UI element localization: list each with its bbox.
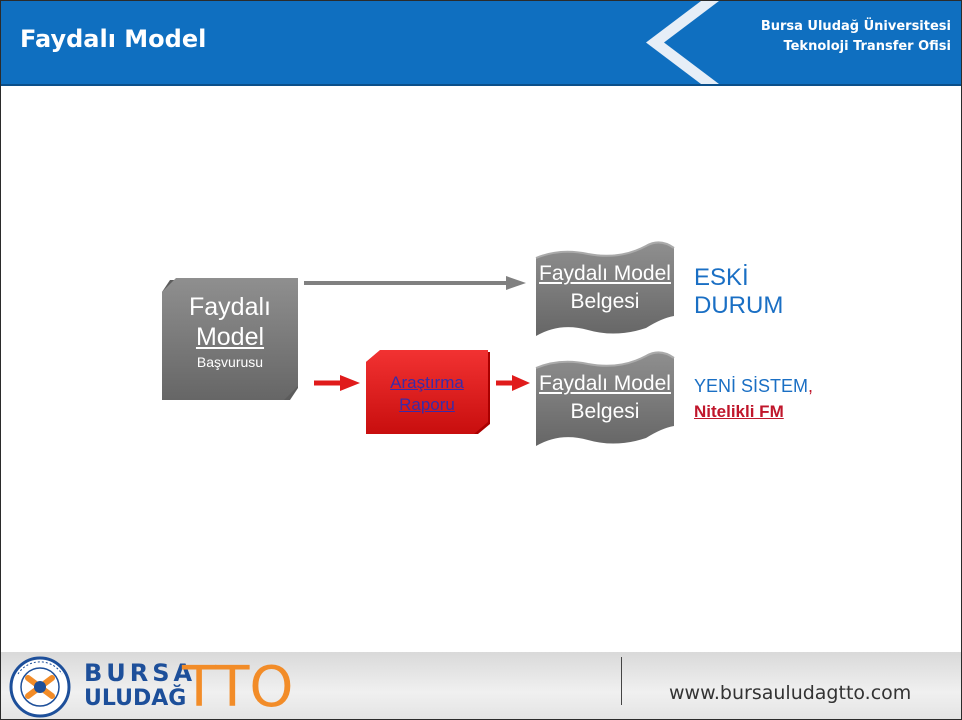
certificate-bottom-subtitle: Belgesi	[570, 400, 640, 423]
research-report-shape	[366, 350, 490, 434]
application-label-line1: Faydalı	[189, 293, 271, 321]
application-shape	[162, 278, 298, 400]
certificate-top-label: Faydalı Model Belgesi	[536, 262, 674, 314]
new-status-line1: YENİ SİSTEM	[694, 376, 809, 396]
certificate-bottom-shape	[535, 351, 675, 446]
certificate-bottom-title: Faydalı Model	[539, 372, 671, 395]
report-to-certificate-arrow	[496, 375, 530, 391]
application-label-line3: Başvurusu	[196, 354, 264, 370]
old-status-line1: ESKİ	[694, 264, 749, 291]
logo-tto-text: TTO	[182, 655, 294, 720]
logo-bursa-text: BURSA	[84, 659, 197, 687]
institution-name: Bursa Uludağ Üniversitesi Teknoloji Tran…	[761, 17, 951, 57]
header-bar: Faydalı Model Bursa Uludağ Üniversitesi …	[1, 1, 961, 84]
footer-url-link[interactable]: www.bursauludagtto.com	[669, 682, 912, 704]
application-to-report-arrow	[314, 375, 360, 391]
new-status-label: YENİ SİSTEM, Nitelikli FM	[694, 374, 813, 422]
university-seal-icon	[9, 656, 71, 718]
header-divider	[1, 84, 961, 86]
old-path-arrow	[304, 276, 526, 290]
application-label: Faydalı Model Başvurusu	[162, 292, 298, 372]
certificate-top-subtitle: Belgesi	[570, 290, 640, 313]
logo-uludag-text: ULUDAĞ	[84, 686, 187, 711]
footer-separator	[621, 657, 622, 705]
research-report-line1: Araştırma	[390, 373, 464, 392]
page-title: Faydalı Model	[20, 25, 207, 53]
old-status-label: ESKİ DURUM	[694, 264, 783, 320]
certificate-bottom-label: Faydalı Model Belgesi	[536, 372, 674, 424]
certificate-top-shape	[535, 241, 675, 336]
certificate-top-title: Faydalı Model	[539, 262, 671, 285]
research-report-label: Araştırma Raporu	[366, 372, 488, 416]
old-status-line2: DURUM	[694, 292, 784, 319]
footer-bar	[1, 652, 961, 719]
new-status-line1-wrap: YENİ SİSTEM,	[694, 374, 813, 400]
new-status-line2: Nitelikli FM	[694, 402, 784, 421]
research-report-line2: Raporu	[399, 395, 455, 414]
institution-line-1: Bursa Uludağ Üniversitesi	[760, 19, 951, 34]
institution-line-2: Teknoloji Transfer Ofisi	[783, 39, 951, 54]
new-status-comma: ,	[808, 376, 814, 396]
application-label-line2: Model	[195, 323, 265, 351]
header-chevron-decoration	[646, 1, 961, 84]
